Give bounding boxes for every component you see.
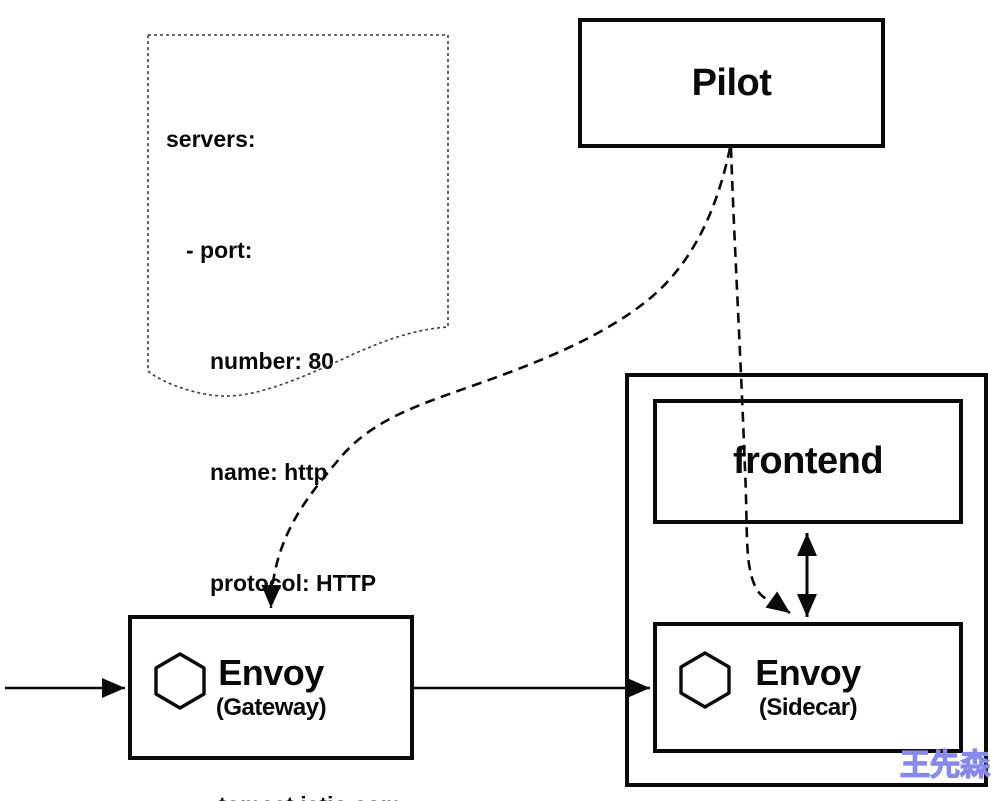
config-line-protocol: protocol: HTTP <box>210 570 377 596</box>
envoy-hexagon-icon <box>154 652 206 710</box>
gateway-envoy-subtitle: (Gateway) <box>215 693 327 721</box>
gateway-envoy-box: Envoy (Gateway) <box>128 615 414 760</box>
sidecar-envoy-content: Envoy (Sidecar) <box>657 626 959 749</box>
frontend-label: frontend <box>732 440 884 482</box>
sidecar-envoy-title: Envoy <box>755 651 861 693</box>
pilot-box: Pilot <box>578 18 885 148</box>
sidecar-envoy-subtitle: (Sidecar) <box>758 693 858 721</box>
gateway-envoy-title: Envoy <box>218 651 324 693</box>
config-line-number: number: 80 <box>210 348 334 374</box>
frontend-box: frontend <box>653 399 963 524</box>
config-line-name: name: http <box>210 459 328 485</box>
gateway-envoy-content: Envoy (Gateway) <box>132 619 410 756</box>
config-line-host-tomcat: - tomcat.istio.com <box>166 787 401 801</box>
pilot-label: Pilot <box>691 61 772 104</box>
envoy-hexagon-icon <box>679 651 731 709</box>
sidecar-envoy-box: Envoy (Sidecar) <box>653 622 963 753</box>
config-line-servers: servers: <box>166 126 256 152</box>
watermark: 王先森 <box>899 748 990 782</box>
config-line-port: - port: <box>186 237 253 263</box>
